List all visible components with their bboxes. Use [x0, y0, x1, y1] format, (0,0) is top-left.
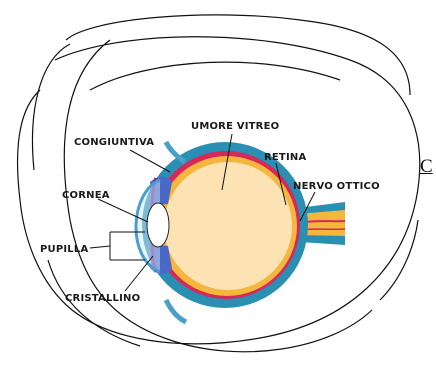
label-retina: RETINA — [264, 152, 306, 163]
label-nervo-ottico: NERVO OTTICO — [293, 181, 380, 192]
label-umore-vitreo: UMORE VITREO — [191, 121, 279, 132]
cut-off-heading-letter: C — [420, 156, 433, 178]
vitreous-humor — [164, 162, 292, 290]
label-pupilla: PUPILLA — [40, 244, 88, 255]
lens — [147, 203, 169, 247]
label-cristallino: CRISTALLINO — [65, 293, 140, 304]
label-cornea: CORNEA — [62, 190, 110, 201]
label-congiuntiva: CONGIUNTIVA — [74, 137, 154, 148]
